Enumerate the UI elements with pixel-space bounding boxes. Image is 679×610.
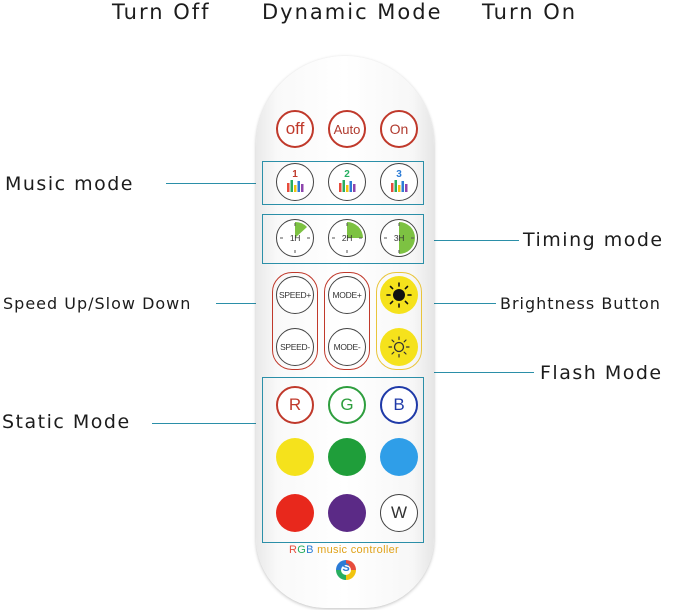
- music-mode-3-button[interactable]: 3: [380, 163, 418, 201]
- timing-mode-label: Timing mode: [523, 229, 664, 251]
- dynamic-mode-label: Dynamic Mode: [262, 0, 443, 24]
- brightness-connector: [414, 303, 496, 304]
- speed-up-label: SPEED+: [279, 290, 311, 300]
- equalizer-icon: 2: [339, 169, 356, 192]
- brand-logo-letter: S: [342, 562, 350, 574]
- timer-2h-button[interactable]: 2H: [328, 219, 366, 257]
- brand-g: G: [297, 544, 307, 556]
- brand-logo-icon: S: [336, 560, 356, 580]
- brightness-label: Brightness Button: [500, 294, 661, 313]
- brightness-up-button[interactable]: [380, 276, 418, 314]
- mode-down-label: MODE-: [333, 342, 361, 352]
- timer-2h-label: 2H: [341, 233, 353, 243]
- yellow-color-button[interactable]: [276, 438, 314, 476]
- clock-icon: [280, 221, 310, 253]
- timer-3h-label: 3H: [393, 233, 405, 243]
- timing-mode-connector: [424, 240, 519, 241]
- equalizer-icon: 3: [391, 169, 408, 192]
- speed-connector: [216, 303, 276, 304]
- timer-3h-button[interactable]: 3H: [380, 219, 418, 257]
- timer-1h-button[interactable]: 1H: [276, 219, 314, 257]
- brand-r: R: [289, 544, 298, 556]
- green-button[interactable]: G: [328, 386, 366, 424]
- equalizer-icon: 1: [287, 169, 304, 192]
- music-mode-3-number: 3: [396, 169, 402, 180]
- bright-red-color-button[interactable]: [276, 494, 314, 532]
- light-blue-color-button[interactable]: [380, 438, 418, 476]
- dark-green-color-button[interactable]: [328, 438, 366, 476]
- mode-up-label: MODE+: [332, 290, 362, 300]
- brand-b: B: [306, 544, 314, 556]
- speed-down-label: SPEED-: [280, 342, 310, 352]
- blue-button-label: B: [393, 395, 405, 414]
- on-button[interactable]: On: [380, 110, 418, 148]
- turn-off-label: Turn Off: [112, 0, 211, 24]
- speed-up-button[interactable]: SPEED+: [276, 276, 314, 314]
- speed-button-group: [272, 272, 318, 370]
- clock-icon: [332, 222, 363, 253]
- timer-1h-label: 1H: [289, 233, 301, 243]
- white-button-label: W: [390, 503, 408, 522]
- speed-label: Speed Up/Slow Down: [3, 294, 192, 313]
- music-mode-1-number: 1: [292, 169, 298, 180]
- music-mode-2-number: 2: [344, 169, 350, 180]
- auto-button[interactable]: Auto: [328, 110, 366, 148]
- off-button-label: off: [285, 119, 305, 138]
- static-mode-label: Static Mode: [2, 411, 131, 433]
- brightness-down-button[interactable]: [380, 328, 418, 366]
- red-button[interactable]: R: [276, 386, 314, 424]
- on-button-label: On: [389, 121, 409, 137]
- white-button[interactable]: W: [380, 494, 418, 532]
- speed-down-button[interactable]: SPEED-: [276, 328, 314, 366]
- off-button[interactable]: off: [276, 110, 314, 148]
- mode-button-group: [324, 272, 370, 370]
- mode-up-button[interactable]: MODE+: [328, 276, 366, 314]
- music-mode-connector: [166, 183, 262, 184]
- flash-mode-connector: [354, 372, 534, 373]
- auto-button-label: Auto: [333, 121, 361, 137]
- music-mode-group: [262, 161, 424, 205]
- sun-dim-icon: [388, 336, 410, 358]
- music-mode-label: Music mode: [5, 173, 134, 195]
- brand-rest: music controller: [313, 544, 399, 556]
- mode-down-button[interactable]: MODE-: [328, 328, 366, 366]
- red-button-label: R: [288, 395, 302, 414]
- flash-mode-label: Flash Mode: [540, 362, 663, 384]
- purple-color-button[interactable]: [328, 494, 366, 532]
- brand-text: RGB music controller: [276, 544, 412, 556]
- music-mode-2-button[interactable]: 2: [328, 163, 366, 201]
- green-button-label: G: [340, 395, 354, 414]
- timing-mode-group: [262, 214, 424, 264]
- blue-button[interactable]: B: [380, 386, 418, 424]
- static-mode-group: [262, 377, 424, 543]
- static-mode-connector: [152, 423, 262, 424]
- sun-bright-icon: [386, 282, 412, 308]
- brightness-button-group: [376, 272, 422, 370]
- clock-icon: [384, 222, 415, 254]
- music-mode-1-button[interactable]: 1: [276, 163, 314, 201]
- turn-on-label: Turn On: [482, 0, 578, 24]
